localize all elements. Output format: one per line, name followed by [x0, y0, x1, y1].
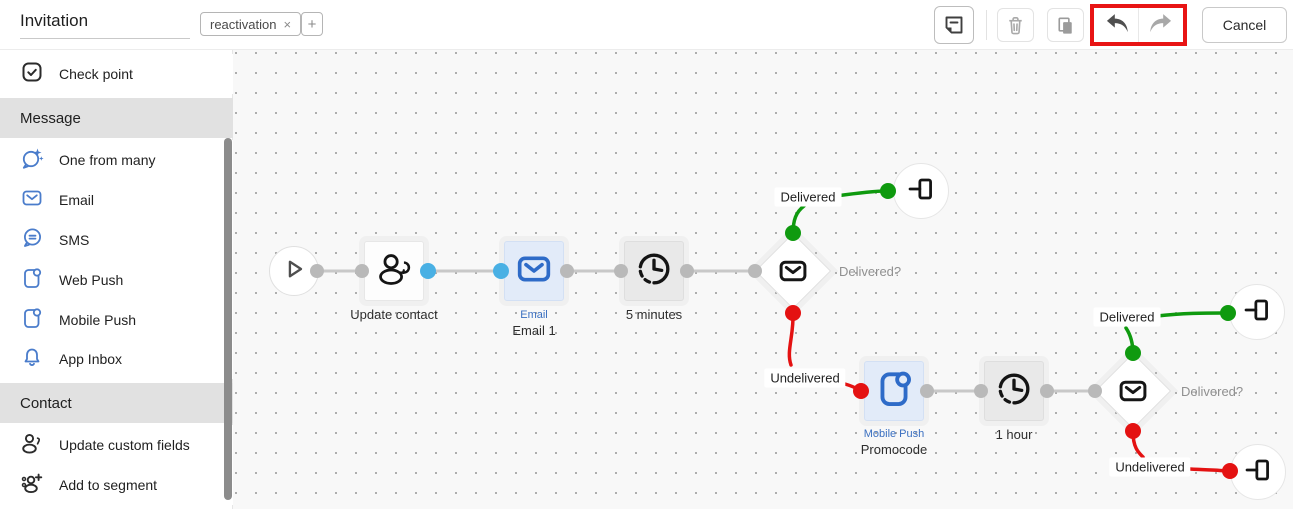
sidebar-section-contact: Contact: [0, 383, 233, 423]
update-contact-label: Update contact: [350, 307, 438, 322]
sidebar-item-label: Mobile Push: [59, 312, 137, 328]
sidebar-item-label: App Inbox: [59, 351, 123, 367]
undo-icon: [1103, 9, 1130, 41]
timer-icon: [994, 369, 1034, 414]
web-push-icon: [20, 266, 44, 295]
branch-label-delivered-2[interactable]: Delivered: [1093, 307, 1161, 327]
redo-icon: [1148, 9, 1175, 41]
sidebar-item-one-from-many[interactable]: One from many: [0, 140, 233, 180]
redo-button[interactable]: [1139, 8, 1183, 42]
sidebar-item-label: Web Push: [59, 272, 124, 288]
mobile-push-type-label: Mobile Push: [863, 428, 925, 440]
workflow-canvas[interactable]: Update contact Email Email 1 5 minutes D…: [233, 50, 1293, 509]
check-point-icon: [20, 60, 44, 89]
email-icon: [20, 186, 44, 215]
toolbar-divider: [986, 10, 987, 40]
copy-icon: [1054, 14, 1077, 37]
cancel-button[interactable]: Cancel: [1202, 7, 1287, 43]
tag-label: reactivation: [210, 16, 277, 32]
delay2-label: 1 hour: [995, 427, 1033, 442]
sidebar-item-add-to-segment[interactable]: Add to segment: [0, 465, 233, 505]
sidebar-item-mobile-push[interactable]: Mobile Push: [0, 300, 233, 340]
sidebar-item-app-inbox[interactable]: App Inbox: [0, 339, 233, 379]
branch-label-delivered-1[interactable]: Delivered: [774, 187, 842, 207]
sidebar-item-label: Check point: [59, 66, 133, 82]
exit-icon: [1243, 455, 1273, 490]
update-contact-icon: [375, 250, 413, 293]
one-from-many-icon: [20, 146, 44, 175]
delay1-label: 5 minutes: [625, 307, 683, 322]
branch-label-undelivered-2[interactable]: Undelivered: [1109, 457, 1191, 477]
condition-node-2[interactable]: [1094, 352, 1172, 430]
end-node-2[interactable]: [1229, 284, 1285, 340]
sidebar-item-web-push[interactable]: Web Push: [0, 260, 233, 300]
section-label: Contact: [20, 394, 72, 412]
condition-node-1[interactable]: [754, 232, 832, 310]
undo-redo-highlight: [1090, 4, 1187, 46]
scenario-title-input[interactable]: Invitation: [20, 11, 190, 39]
end-node-1[interactable]: [893, 163, 949, 219]
sidebar-scrollbar[interactable]: [224, 138, 232, 500]
delete-button[interactable]: [997, 8, 1034, 42]
end-node-3[interactable]: [1230, 444, 1286, 500]
mobile-push-node[interactable]: [864, 361, 924, 421]
email-node[interactable]: [504, 241, 564, 301]
condition2-question-label: Delivered?: [1181, 384, 1244, 399]
copy-button[interactable]: [1047, 8, 1084, 42]
sidebar-item-label: SMS: [59, 232, 90, 248]
sidebar-item-label: Add to segment: [59, 477, 158, 493]
delay-node-5-minutes[interactable]: [624, 241, 684, 301]
branch-label-undelivered-1[interactable]: Undelivered: [764, 368, 846, 388]
sidebar-item-check-point[interactable]: Check point: [0, 54, 233, 94]
sms-icon: [20, 226, 44, 255]
update-contact-node[interactable]: [364, 241, 424, 301]
trash-icon: [1004, 14, 1027, 37]
add-tag-button[interactable]: +: [301, 12, 323, 36]
start-node[interactable]: [269, 246, 319, 296]
email-type-label: Email: [520, 309, 548, 321]
section-label: Message: [20, 109, 81, 127]
mobile-push-name-label: Promocode: [860, 442, 928, 457]
update-custom-fields-icon: [20, 431, 44, 460]
sidebar-item-label: One from many: [59, 152, 156, 168]
exit-icon: [1242, 295, 1272, 330]
mobile-push-node-icon: [873, 368, 915, 415]
app-inbox-icon: [20, 345, 44, 374]
toolbar: Invitation reactivation × + C: [0, 0, 1293, 50]
sidebar-item-update-custom-fields[interactable]: Update custom fields: [0, 425, 233, 465]
tag-chip[interactable]: reactivation ×: [200, 12, 302, 36]
sidebar-section-message: Message: [0, 98, 233, 138]
add-to-segment-icon: [20, 471, 44, 500]
email-node-icon: [514, 249, 554, 294]
delay-node-1-hour[interactable]: [984, 361, 1044, 421]
condition1-question-label: Delivered?: [839, 264, 902, 279]
sidebar-item-email[interactable]: Email: [0, 180, 233, 220]
undo-button[interactable]: [1094, 8, 1138, 42]
email-name-label: Email 1: [512, 323, 556, 338]
play-icon: [280, 255, 308, 288]
exit-icon: [906, 174, 936, 209]
mobile-push-icon: [20, 306, 44, 335]
note-icon: [942, 13, 966, 37]
timer-icon: [634, 249, 674, 294]
undo-redo-divider: [1138, 8, 1139, 42]
blocks-sidebar: Check point Message One from many Email …: [0, 50, 233, 509]
tag-remove-icon[interactable]: ×: [283, 16, 292, 32]
sidebar-item-label: Update custom fields: [59, 437, 190, 453]
sidebar-item-sms[interactable]: SMS: [0, 220, 233, 260]
note-button[interactable]: [934, 6, 974, 44]
sidebar-item-label: Email: [59, 192, 95, 208]
